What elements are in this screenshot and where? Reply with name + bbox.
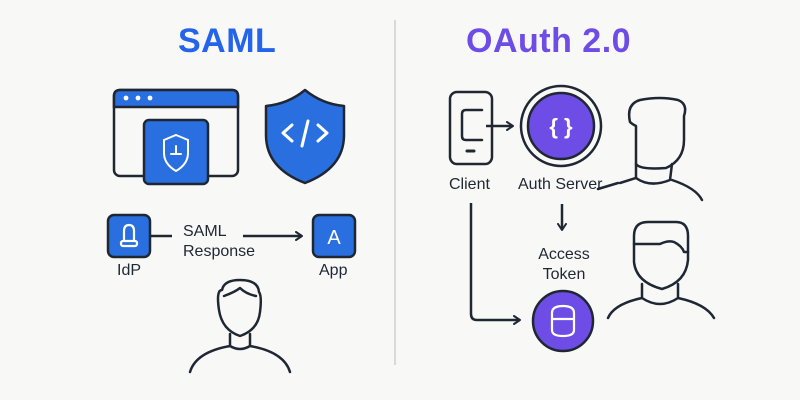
idp-label: IdP	[117, 262, 142, 279]
client-label: Client	[449, 176, 490, 193]
curly-braces-icon: { }	[549, 114, 573, 139]
access-token-line2: Token	[542, 266, 586, 283]
user-auth-connector	[596, 181, 620, 191]
oauth-title: OAuth 2.0	[466, 22, 632, 60]
saml-response-line2: Response	[183, 243, 256, 260]
auth-server-icon: { }	[519, 84, 603, 168]
code-shield-icon	[264, 88, 346, 185]
app-icon-letter: A	[327, 227, 341, 249]
end-user-icon	[606, 220, 716, 320]
idp-icon	[106, 213, 152, 259]
client-phone-icon	[448, 90, 494, 166]
auth-server-label: Auth Server	[518, 176, 603, 193]
client-to-resource-arrow	[469, 203, 521, 325]
saml-response-label: SAML Response	[183, 222, 255, 262]
app-icon: A	[311, 213, 357, 259]
app-label: App	[319, 262, 348, 279]
resource-server-icon	[531, 289, 595, 353]
saml-response-line1: SAML	[183, 223, 227, 240]
section-divider	[394, 20, 396, 365]
access-token-label: Access Token	[534, 245, 594, 285]
user-icon	[188, 278, 292, 374]
access-token-line1: Access	[538, 246, 590, 263]
saml-title: SAML	[178, 22, 277, 60]
resource-owner-icon	[618, 96, 704, 202]
secure-login-badge-icon	[142, 118, 210, 186]
